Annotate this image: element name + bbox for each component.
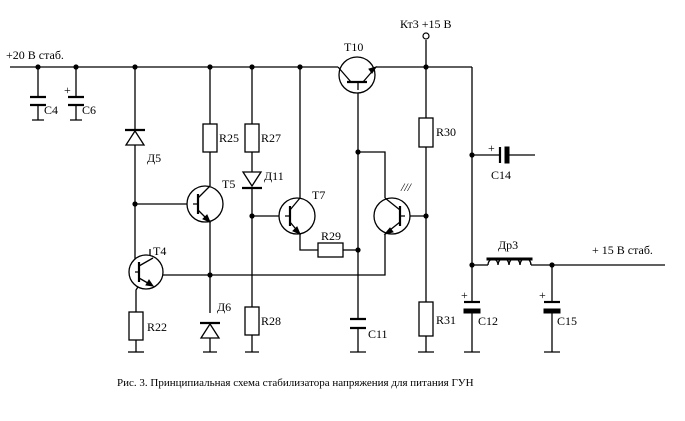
wire-t10-base xyxy=(350,90,366,353)
d11-label: Д11 xyxy=(264,169,284,183)
c12-label: C12 xyxy=(478,314,498,328)
t5-label: T5 xyxy=(222,177,235,191)
diodes xyxy=(124,128,263,339)
transistor-t5 xyxy=(186,185,224,223)
junction-dot xyxy=(423,213,429,219)
junction-dot xyxy=(469,262,475,268)
diode-d6 xyxy=(199,322,221,339)
junction-dot xyxy=(249,64,255,70)
c6-plus: + xyxy=(64,83,71,97)
c4-label: C4 xyxy=(44,103,58,117)
wire-c15 xyxy=(544,265,560,353)
t4-label: T4 xyxy=(153,244,166,258)
resistor-r27 xyxy=(244,123,260,153)
c15-plate-filled xyxy=(543,308,561,314)
diode-d5 xyxy=(124,129,146,146)
optocoupler-mark: /// xyxy=(400,180,413,194)
c14-label: C14 xyxy=(491,168,511,182)
junction-dot xyxy=(297,64,303,70)
r27-label: R27 xyxy=(261,131,281,145)
r29-label: R29 xyxy=(321,229,341,243)
wire-r30-r31 xyxy=(418,67,434,353)
d5-label: Д5 xyxy=(147,151,161,165)
junction-dot xyxy=(423,64,429,70)
t10-label: T10 xyxy=(344,40,363,54)
wire-t5-emitter xyxy=(203,222,217,353)
transistors xyxy=(128,56,411,290)
junction-dot xyxy=(469,152,475,158)
dr3-label: Др3 xyxy=(498,238,518,252)
junction-dot xyxy=(207,272,213,278)
wire-bottom-bus xyxy=(140,234,386,276)
junction-dot xyxy=(73,64,79,70)
wire-t7-emitter xyxy=(299,234,318,251)
transistor-t4 xyxy=(128,254,164,290)
resistor-r30 xyxy=(418,117,434,148)
junction-dot xyxy=(249,213,255,219)
resistor-r28 xyxy=(244,306,260,336)
labels: +20 В стаб. Кт3 +15 В + 15 В стаб. C4 C6… xyxy=(6,17,653,341)
junction-dots xyxy=(35,64,555,278)
wire-r27 xyxy=(245,67,259,353)
c4-plates xyxy=(30,95,46,107)
resistor-r22 xyxy=(128,311,144,341)
junction-dot xyxy=(132,201,138,207)
kt3-label: Кт3 +15 В xyxy=(400,17,452,31)
transistor-t7 xyxy=(278,197,316,235)
junction-dot xyxy=(35,64,41,70)
output-voltage-label: + 15 В стаб. xyxy=(592,243,653,257)
input-voltage-label: +20 В стаб. xyxy=(6,48,64,62)
diode-d11 xyxy=(241,171,263,188)
resistor-r29 xyxy=(317,242,344,258)
c14-plus: + xyxy=(488,141,495,155)
transistor-t10 xyxy=(337,56,378,94)
r25-label: R25 xyxy=(219,131,239,145)
figure-caption: Рис. 3. Принципиальная схема стабилизато… xyxy=(117,377,474,389)
t7-label: T7 xyxy=(312,188,325,202)
wires xyxy=(10,40,665,353)
d6-label: Д6 xyxy=(217,300,231,314)
junction-dot xyxy=(207,64,213,70)
choke-dr3-core xyxy=(486,257,533,261)
wire-opto-collector xyxy=(358,151,386,198)
wire-c6 xyxy=(70,67,82,121)
c6-label: C6 xyxy=(82,103,96,117)
capacitors: + + + + xyxy=(30,83,561,330)
r30-label: R30 xyxy=(436,125,456,139)
c15-label: C15 xyxy=(557,314,577,328)
resistors xyxy=(128,117,434,341)
wire-c4 xyxy=(32,67,44,121)
c6-plates xyxy=(68,95,84,107)
junction-dot xyxy=(355,247,361,253)
r22-label: R22 xyxy=(147,320,167,334)
c15-plus: + xyxy=(539,288,546,302)
c14-plate-filled xyxy=(504,146,510,164)
c11-label: C11 xyxy=(368,327,388,341)
kt3-testpoint xyxy=(422,32,430,40)
c11-plates xyxy=(350,317,366,330)
r28-label: R28 xyxy=(261,314,281,328)
optocoupler-transistor xyxy=(373,197,411,235)
resistor-r31 xyxy=(418,301,434,337)
junction-dot xyxy=(132,64,138,70)
c12-plus: + xyxy=(461,288,468,302)
r31-label: R31 xyxy=(436,313,456,327)
resistor-r25 xyxy=(202,123,218,153)
junction-dot xyxy=(355,149,361,155)
c12-plate-filled xyxy=(463,308,481,314)
junction-dot xyxy=(549,262,555,268)
